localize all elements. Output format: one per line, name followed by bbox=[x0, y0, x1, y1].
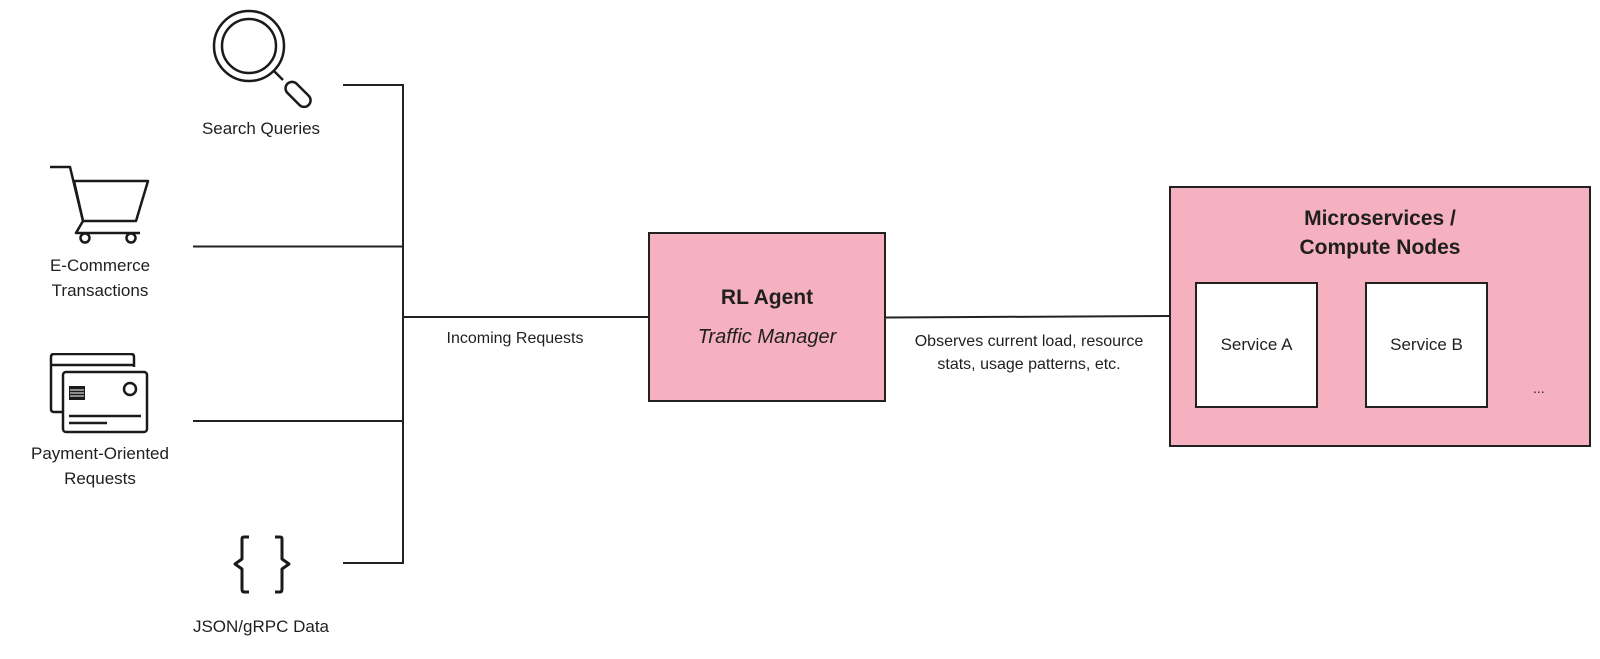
magnifying-glass-icon bbox=[212, 9, 312, 109]
credit-cards-icon bbox=[49, 353, 149, 434]
microservices-title-line2: Compute Nodes bbox=[1299, 236, 1461, 259]
payment-label-line2: Requests bbox=[64, 469, 136, 488]
ecommerce-label: E-Commerce Transactions bbox=[10, 253, 190, 303]
ecommerce-label-line2: Transactions bbox=[51, 281, 149, 300]
observes-label-line1: Observes current load, resource bbox=[914, 333, 1144, 350]
microservices-title: Microservices / Compute Nodes bbox=[1171, 204, 1589, 262]
curly-braces-icon bbox=[233, 535, 291, 594]
json-text: JSON/gRPC Data bbox=[192, 617, 330, 636]
ecommerce-label-line1: E-Commerce bbox=[49, 256, 151, 275]
more-services-ellipsis: ... bbox=[1533, 380, 1545, 396]
rl-agent-subtitle: Traffic Manager bbox=[697, 326, 837, 348]
json-label: JSON/gRPC Data bbox=[170, 614, 352, 639]
incoming-requests-label: Incoming Requests bbox=[446, 330, 584, 347]
observes-label-line2: stats, usage patterns, etc. bbox=[937, 356, 1121, 373]
service-b-label: Service B bbox=[1390, 335, 1463, 354]
service-a-label: Service A bbox=[1220, 335, 1293, 354]
shopping-cart-icon bbox=[50, 165, 150, 244]
payment-label: Payment-Oriented Requests bbox=[8, 441, 192, 491]
microservices-box: Microservices / Compute Nodes Service A … bbox=[1169, 186, 1591, 447]
search-queries-label: Search Queries bbox=[170, 116, 352, 141]
search-queries-text: Search Queries bbox=[201, 119, 321, 138]
observes-line bbox=[885, 315, 1171, 319]
service-a-box: Service A bbox=[1195, 282, 1318, 408]
service-b-box: Service B bbox=[1365, 282, 1488, 408]
rl-agent-title: RL Agent bbox=[720, 286, 814, 309]
rl-agent-box: RL Agent Traffic Manager bbox=[648, 232, 886, 402]
payment-label-line1: Payment-Oriented bbox=[31, 444, 169, 463]
observes-label: Observes current load, resource stats, u… bbox=[900, 330, 1158, 376]
microservices-title-line1: Microservices / bbox=[1304, 207, 1456, 230]
